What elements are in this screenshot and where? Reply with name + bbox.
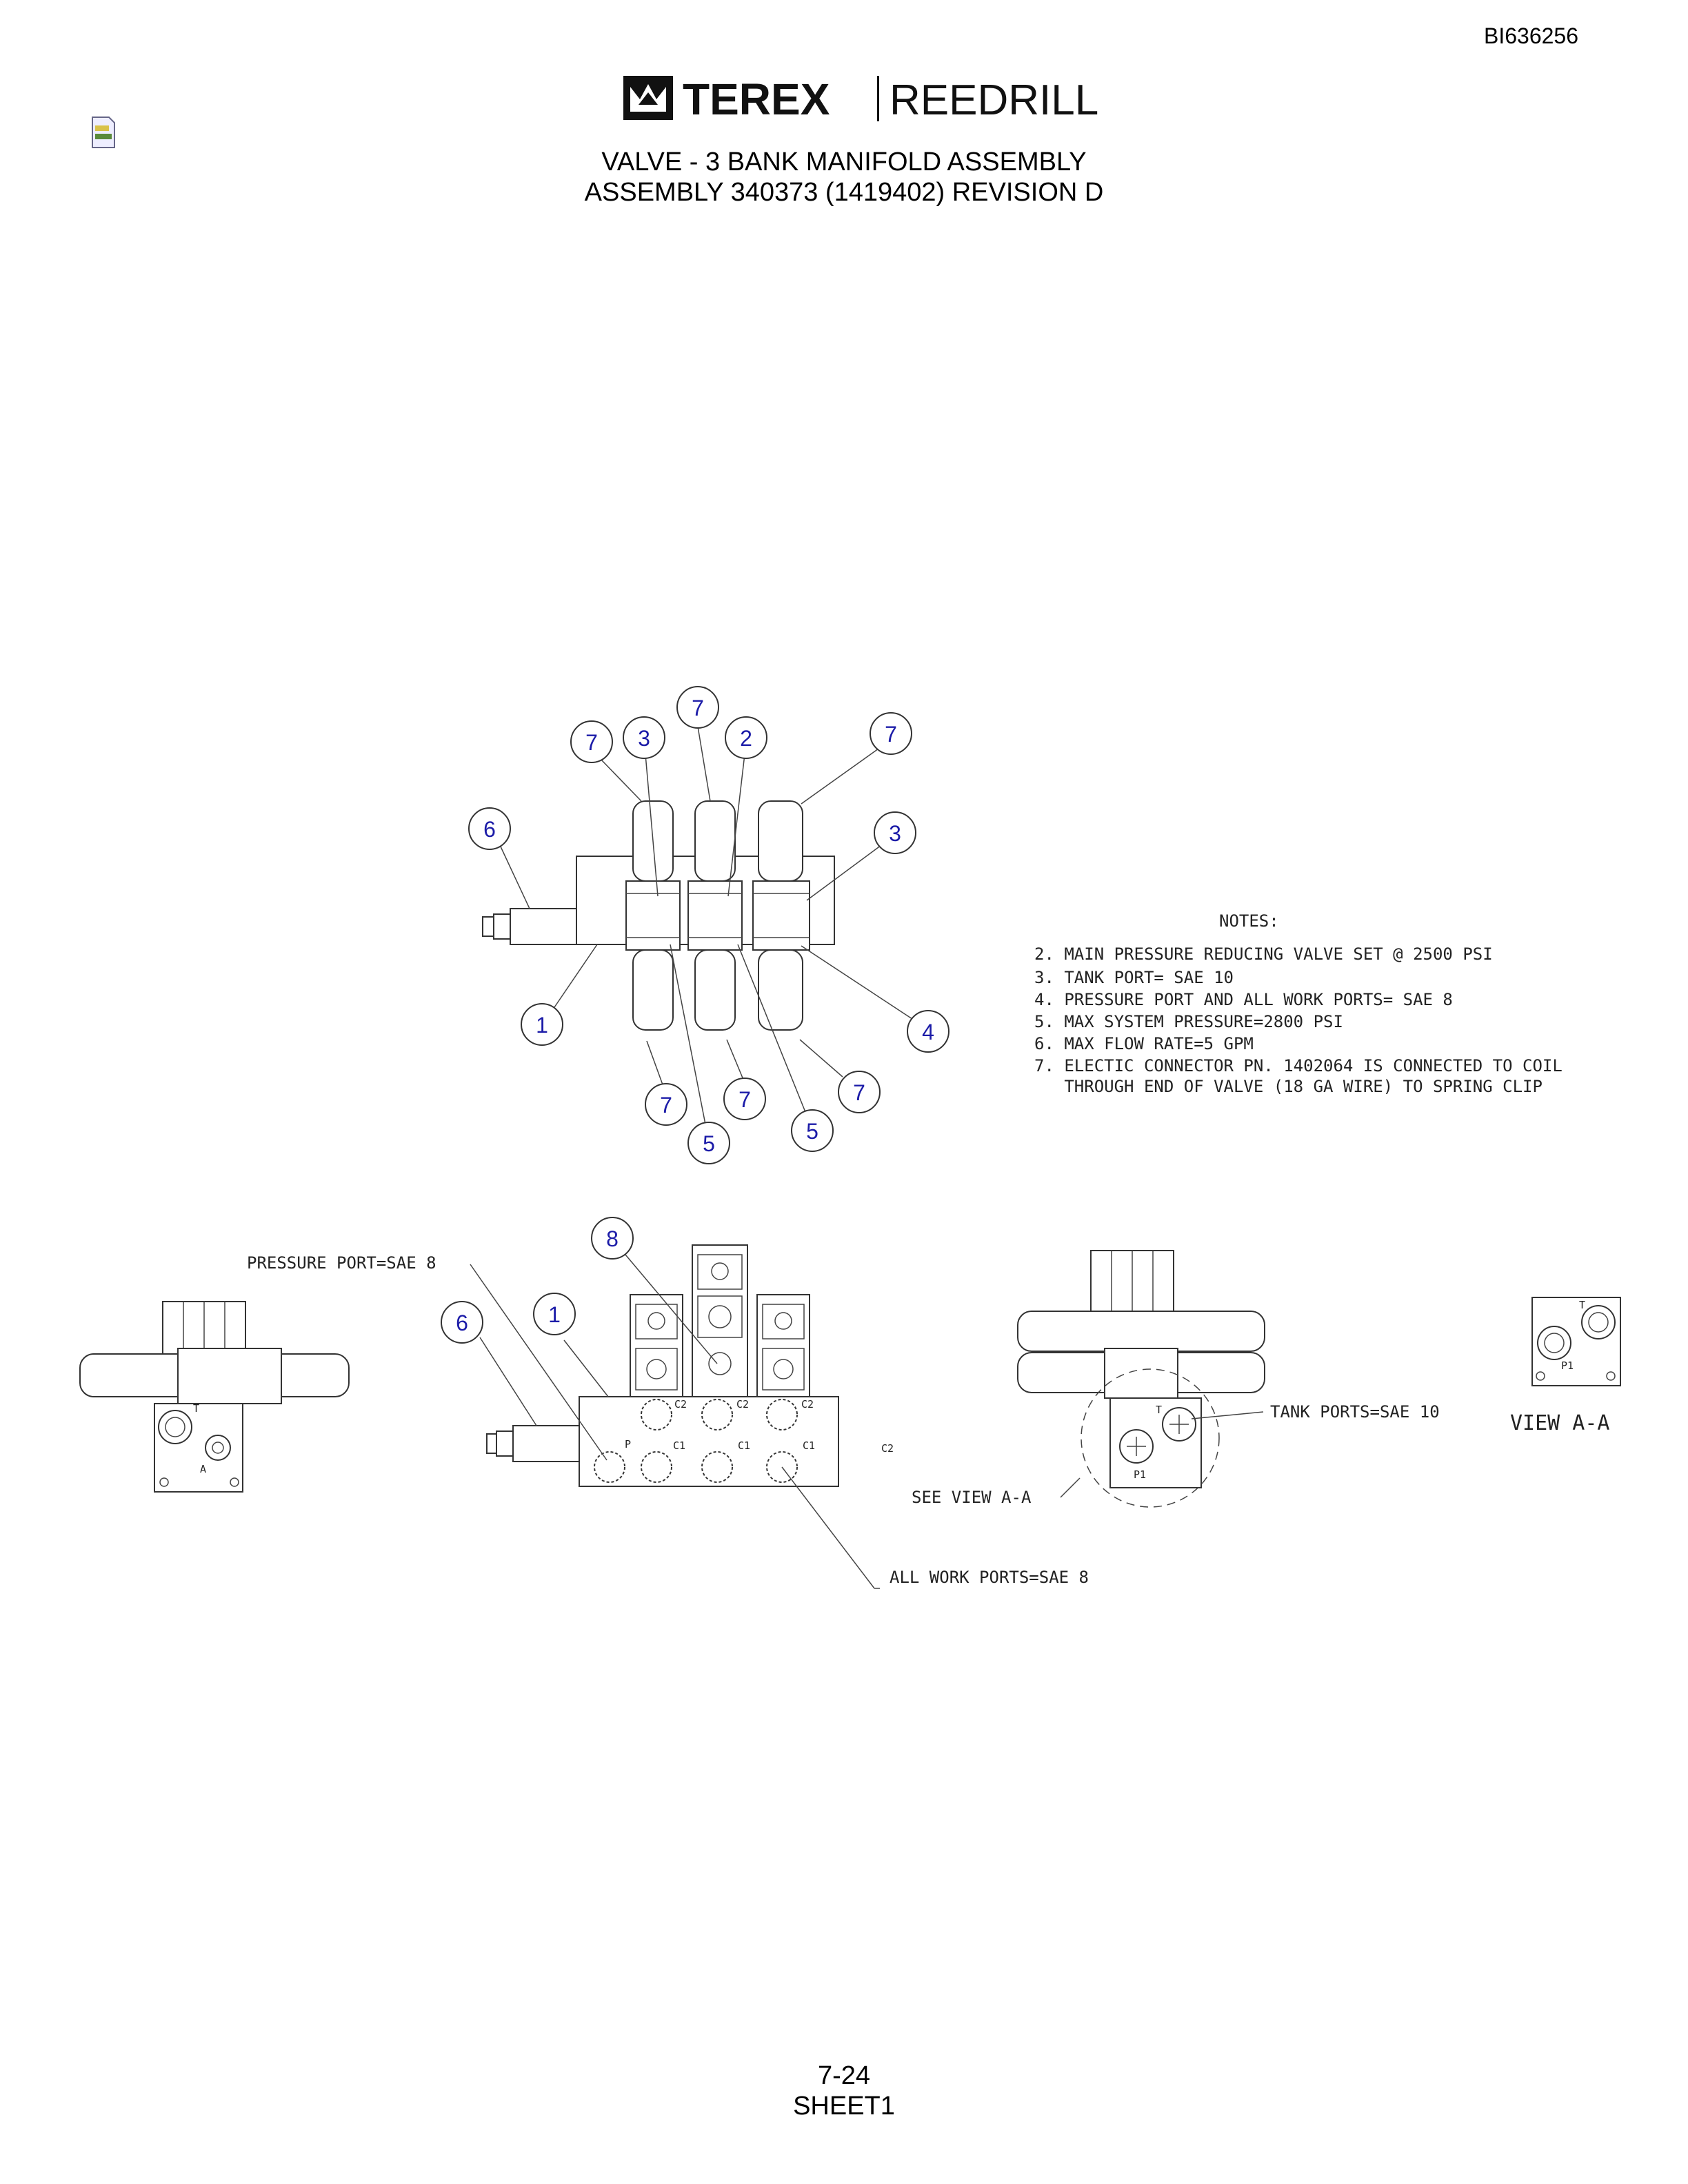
port-label-c2-3: C2 [801, 1398, 814, 1410]
svg-text:7: 7 [660, 1093, 672, 1118]
balloons-bottom: 8 1 6 [441, 1217, 634, 1344]
front-view: C2 C2 C2 P C1 C1 C1 C2 [470, 1244, 894, 1589]
right-side-view: T P1 [1017, 1250, 1265, 1508]
port-label-c2-1: C2 [674, 1398, 687, 1410]
svg-text:7: 7 [853, 1080, 865, 1105]
brand-sub: REEDRILL [890, 77, 1098, 124]
logo-divider [877, 76, 879, 121]
balloon-7-b: 7 [676, 686, 719, 729]
balloon-7-f: 7 [838, 1071, 881, 1113]
port-label-p1-right: P1 [1134, 1468, 1146, 1481]
pressure-port-callout: PRESSURE PORT=SAE 8 [247, 1253, 436, 1273]
note-5: 5. MAX SYSTEM PRESSURE=2800 PSI [1034, 1012, 1343, 1031]
document-id: BI636256 [1484, 23, 1579, 48]
balloon-6-a: 6 [468, 807, 511, 850]
manifold-block-front [579, 1396, 839, 1487]
balloons-top: 7 3 7 2 7 6 3 1 4 7 7 7 5 5 [468, 686, 950, 1164]
port-label-t-right: T [1156, 1404, 1162, 1416]
svg-text:1: 1 [548, 1302, 561, 1327]
svg-text:6: 6 [483, 817, 496, 842]
port-label-c1-1: C1 [673, 1439, 685, 1452]
brand-name: TEREX [683, 74, 830, 124]
left-side-view: T A [79, 1301, 350, 1493]
svg-text:5: 5 [806, 1119, 818, 1144]
svg-text:4: 4 [922, 1020, 934, 1044]
svg-text:7: 7 [885, 722, 897, 747]
svg-text:8: 8 [606, 1226, 619, 1251]
note-2: 2. MAIN PRESSURE REDUCING VALVE SET @ 25… [1034, 944, 1493, 964]
note-6: 6. MAX FLOW RATE=5 GPM [1034, 1034, 1254, 1053]
balloon-1-b: 1 [533, 1293, 576, 1335]
svg-text:1: 1 [536, 1013, 548, 1038]
balloon-1-a: 1 [521, 1003, 563, 1046]
port-label-c2-side: C2 [881, 1442, 894, 1455]
port-label-t-viewaa: T [1579, 1299, 1585, 1311]
balloon-3-a: 3 [623, 716, 665, 759]
valve-stack-2 [687, 800, 743, 1031]
page-number: 7-24 [817, 2061, 871, 2090]
note-3: 3. TANK PORT= SAE 10 [1034, 968, 1234, 987]
see-view-callout: SEE VIEW A-A [912, 1488, 1032, 1507]
svg-text:7: 7 [585, 730, 598, 755]
note-4: 4. PRESSURE PORT AND ALL WORK PORTS= SAE… [1034, 990, 1453, 1009]
page-title: VALVE - 3 BANK MANIFOLD ASSEMBLY [601, 148, 1087, 176]
note-7-cont: THROUGH END OF VALVE (18 GA WIRE) TO SPR… [1034, 1077, 1543, 1096]
port-label-p1-viewaa: P1 [1561, 1359, 1574, 1372]
port-label-t-left: T [193, 1402, 199, 1415]
balloon-7-a: 7 [570, 720, 613, 763]
attachment-icon[interactable] [90, 116, 117, 149]
svg-text:2: 2 [740, 726, 752, 751]
work-ports-callout: ALL WORK PORTS=SAE 8 [890, 1568, 1089, 1587]
svg-text:3: 3 [889, 821, 901, 846]
balloon-5-b: 5 [791, 1109, 834, 1152]
balloon-7-e: 7 [723, 1078, 766, 1120]
balloon-3-b: 3 [874, 811, 916, 854]
svg-text:3: 3 [638, 726, 650, 751]
top-view [482, 726, 915, 1129]
svg-text:6: 6 [456, 1311, 468, 1335]
balloon-7-d: 7 [645, 1083, 687, 1126]
svg-text:7: 7 [738, 1087, 751, 1112]
page-subtitle: ASSEMBLY 340373 (1419402) REVISION D [584, 178, 1104, 207]
balloon-6-b: 6 [441, 1301, 483, 1344]
view-aa: T P1 [1531, 1297, 1621, 1386]
sheet-label: SHEET1 [793, 2092, 895, 2121]
terex-reedrill-logo: TEREX REEDRILL [623, 74, 1098, 124]
port-label-a-left: A [200, 1463, 206, 1475]
balloon-8: 8 [591, 1217, 634, 1260]
balloon-2: 2 [725, 716, 767, 759]
note-7: 7. ELECTIC CONNECTOR PN. 1402064 IS CONN… [1034, 1056, 1563, 1075]
balloon-5-a: 5 [687, 1122, 730, 1164]
valve-stack-1 [625, 800, 681, 1031]
balloon-7-c: 7 [870, 712, 912, 755]
svg-text:7: 7 [692, 696, 704, 720]
port-label-c1-2: C1 [738, 1439, 750, 1452]
valve-stack-3 [752, 800, 810, 1031]
notes-block: NOTES: 2. MAIN PRESSURE REDUCING VALVE S… [1034, 911, 1563, 1096]
svg-text:5: 5 [703, 1131, 715, 1156]
balloon-4: 4 [907, 1010, 950, 1053]
notes-heading: NOTES: [1219, 911, 1279, 931]
port-label-c2-2: C2 [736, 1398, 749, 1410]
view-aa-label: VIEW A-A [1510, 1411, 1610, 1435]
top-view-leaders [500, 726, 915, 1129]
tank-ports-callout: TANK PORTS=SAE 10 [1270, 1402, 1440, 1422]
port-label-p: P [625, 1438, 631, 1450]
port-label-c1-3: C1 [803, 1439, 815, 1452]
